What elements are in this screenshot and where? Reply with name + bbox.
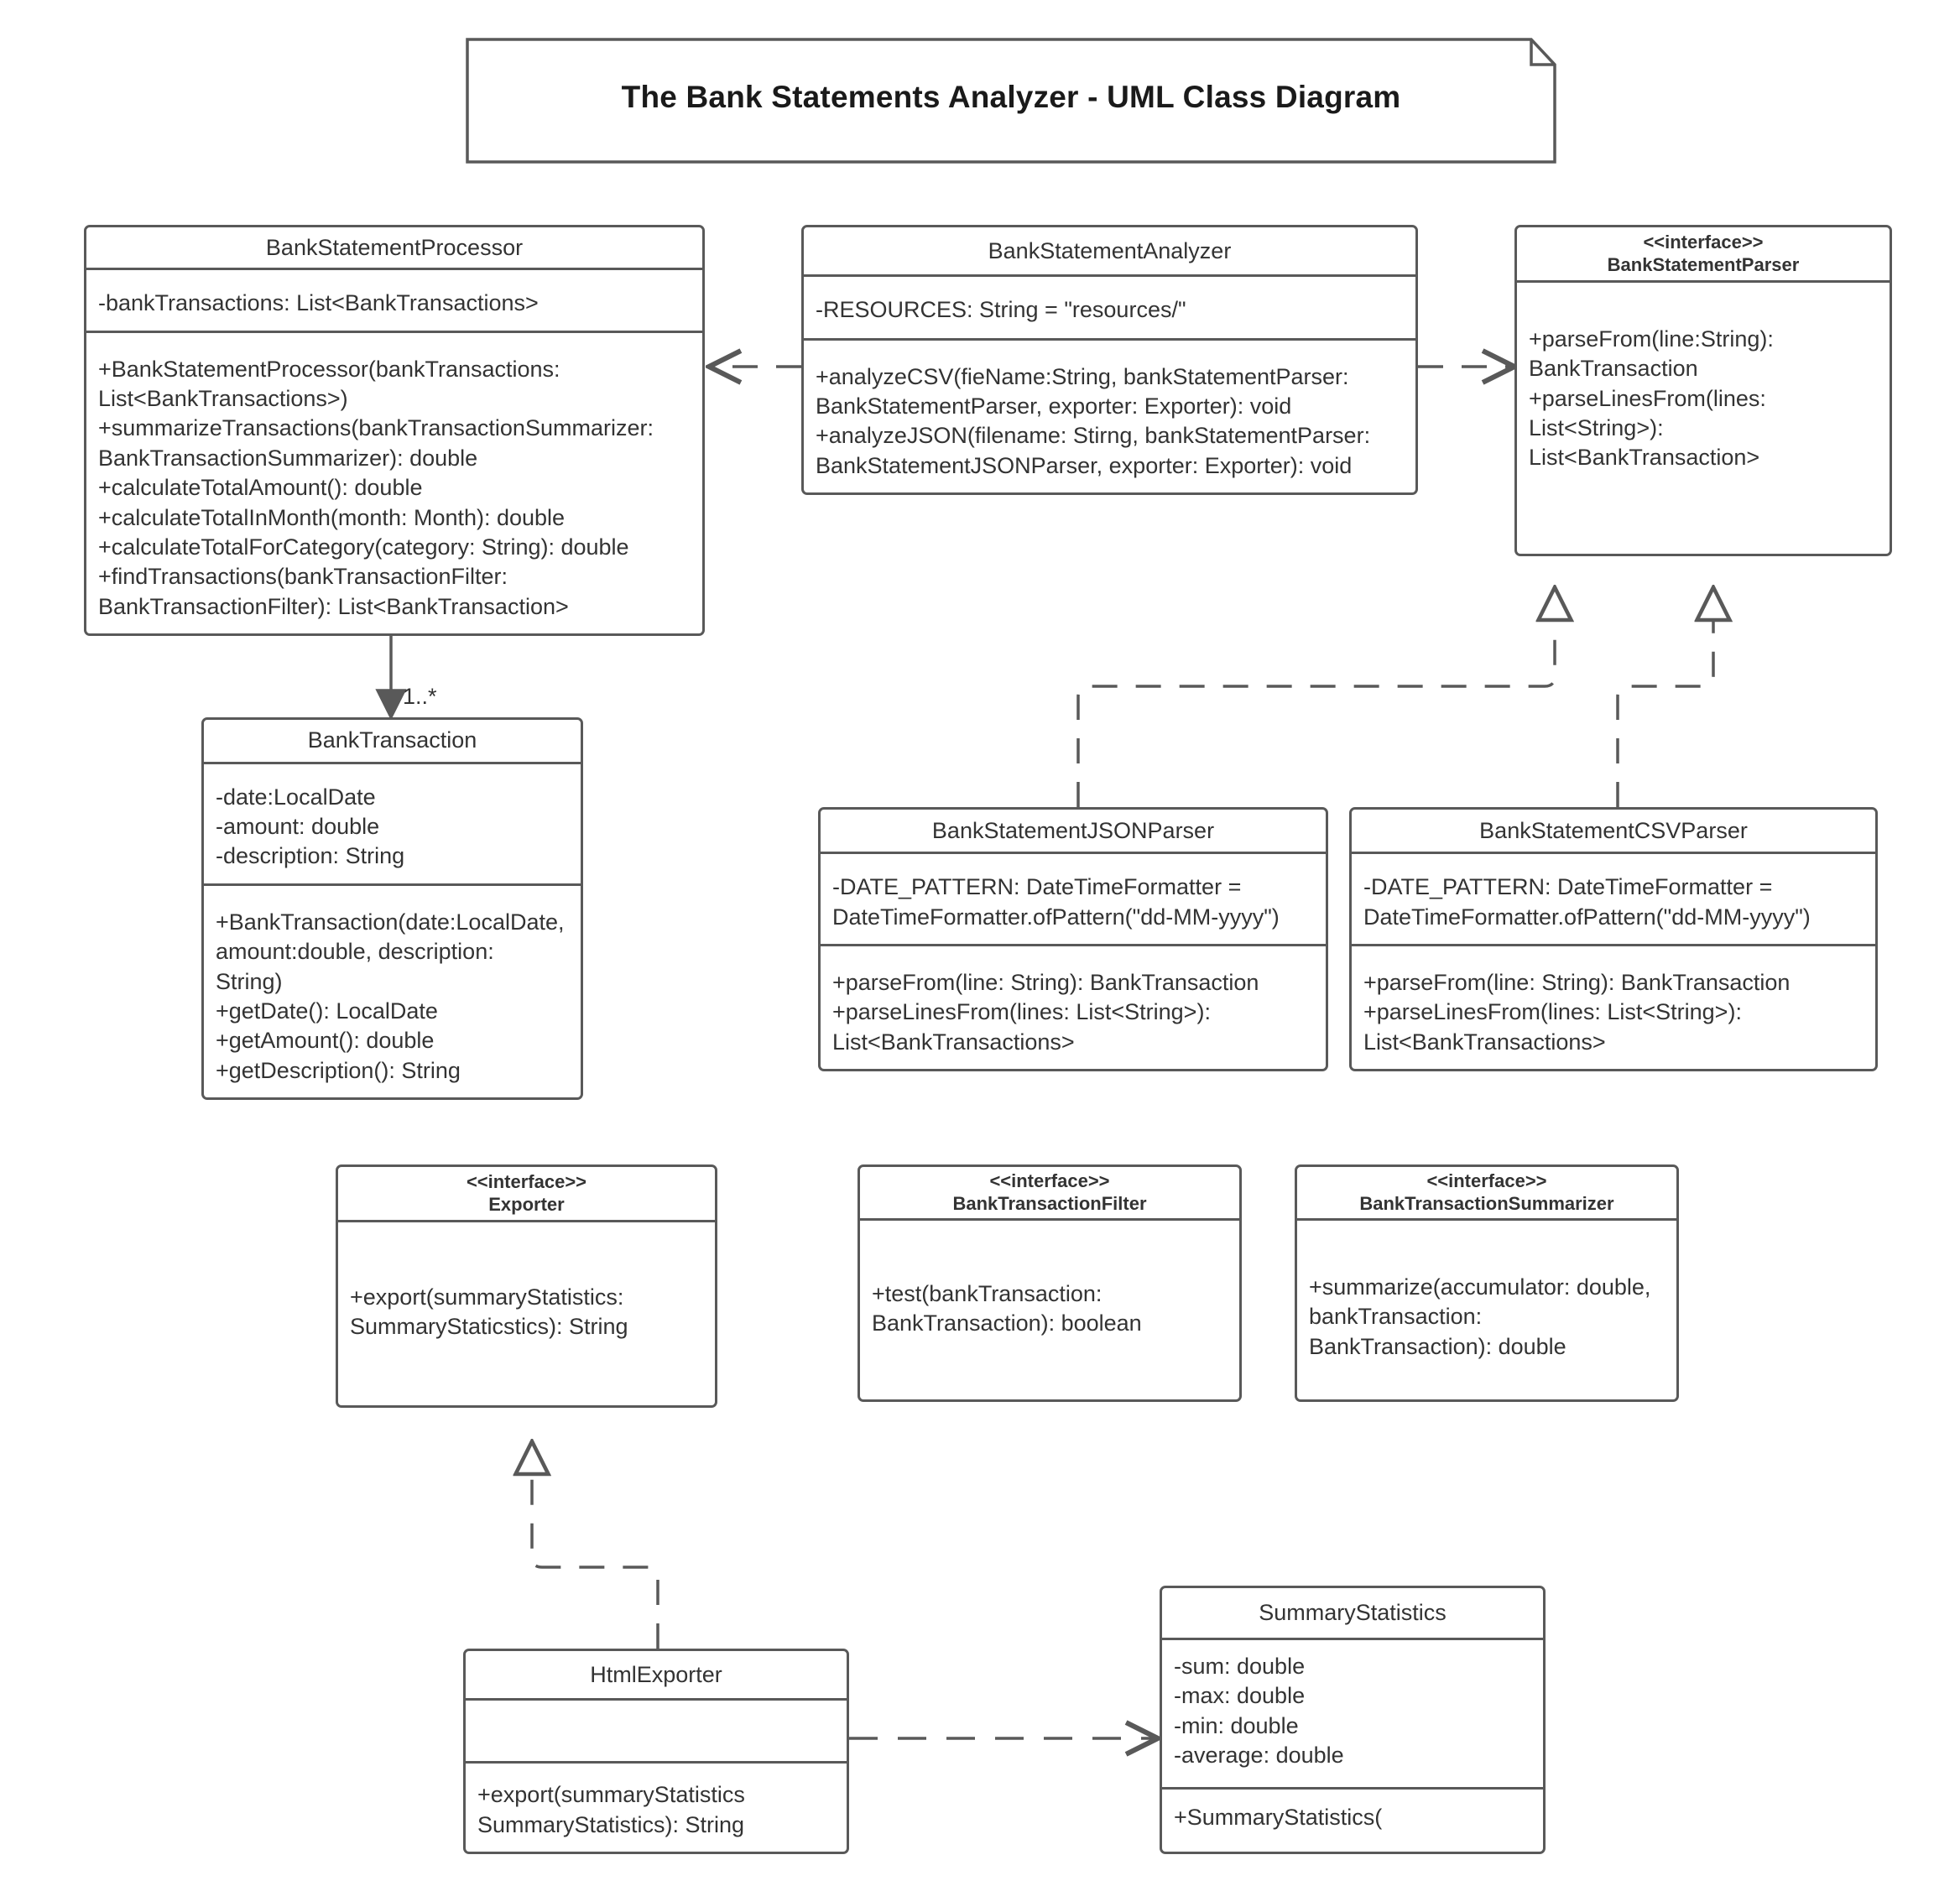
class-name-bank-transaction-filter: BankTransactionFilter <box>952 1192 1147 1214</box>
class-box-bank-statement-csv-parser[interactable]: BankStatementCSVParser -DATE_PATTERN: Da… <box>1349 807 1878 1071</box>
stereotype-label-bank-transaction-summarizer: <<interface>> <box>1426 1170 1547 1191</box>
class-name-bank-statement-csv-parser: BankStatementCSVParser <box>1479 817 1748 843</box>
class-attributes-html-exporter <box>466 1701 847 1764</box>
class-header-bank-statement-parser: <<interface>> BankStatementParser <box>1517 227 1890 283</box>
connector-csvparser-realizes-parser <box>1616 587 1713 807</box>
class-header-exporter: <<interface>> Exporter <box>338 1167 715 1222</box>
class-box-bank-statement-analyzer[interactable]: BankStatementAnalyzer -RESOURCES: String… <box>801 225 1418 495</box>
class-header-bank-transaction-summarizer: <<interface>> BankTransactionSummarizer <box>1297 1167 1676 1221</box>
class-attributes-summary-statistics: -sum: double -max: double -min: double -… <box>1162 1640 1543 1790</box>
stereotype-label-bank-transaction-filter: <<interface>> <box>989 1170 1110 1191</box>
page-title: The Bank Statements Analyzer - UML Class… <box>621 80 1401 114</box>
class-header-html-exporter: HtmlExporter <box>466 1651 847 1701</box>
class-header-bank-transaction: BankTransaction <box>204 720 581 764</box>
class-name-bank-statement-parser: BankStatementParser <box>1607 253 1800 275</box>
class-operations-bank-statement-analyzer: +analyzeCSV(fieName:String, bankStatemen… <box>816 363 1371 478</box>
note-shape <box>466 38 1556 164</box>
class-attributes-bank-statement-analyzer: -RESOURCES: String = "resources/" <box>804 277 1415 341</box>
class-name-bank-statement-json-parser: BankStatementJSONParser <box>931 817 1215 843</box>
class-name-bank-statement-processor: BankStatementProcessor <box>265 234 524 260</box>
class-header-bank-statement-analyzer: BankStatementAnalyzer <box>804 227 1415 278</box>
class-attributes-bank-statement-csv-parser: -DATE_PATTERN: DateTimeFormatter = DateT… <box>1352 854 1875 946</box>
stereotype-label-bank-statement-parser: <<interface>> <box>1643 231 1764 253</box>
class-operations-bank-statement-parser: +parseFrom(line:String): BankTransaction… <box>1529 326 1774 471</box>
class-box-exporter[interactable]: <<interface>> Exporter +export(summarySt… <box>336 1164 717 1408</box>
class-box-bank-transaction-filter[interactable]: <<interface>> BankTransactionFilter +tes… <box>858 1164 1242 1402</box>
class-attributes-bank-statement-processor: -bankTransactions: List<BankTransactions… <box>86 270 702 333</box>
class-box-bank-statement-json-parser[interactable]: BankStatementJSONParser -DATE_PATTERN: D… <box>818 807 1328 1071</box>
class-header-bank-statement-processor: BankStatementProcessor <box>86 227 702 271</box>
class-operations-bank-statement-csv-parser: +parseFrom(line: String): BankTransactio… <box>1363 969 1791 1055</box>
class-operations-bank-statement-processor: +BankStatementProcessor(bankTransactions… <box>98 356 654 619</box>
class-header-summary-statistics: SummaryStatistics <box>1162 1588 1543 1640</box>
diagram-title-note: The Bank Statements Analyzer - UML Class… <box>466 38 1556 164</box>
class-box-bank-transaction-summarizer[interactable]: <<interface>> BankTransactionSummarizer … <box>1295 1164 1679 1402</box>
class-name-html-exporter: HtmlExporter <box>590 1661 722 1687</box>
class-name-bank-statement-analyzer: BankStatementAnalyzer <box>988 237 1232 263</box>
class-attributes-bank-statement-json-parser: -DATE_PATTERN: DateTimeFormatter = DateT… <box>821 854 1326 946</box>
class-box-summary-statistics[interactable]: SummaryStatistics -sum: double -max: dou… <box>1160 1586 1546 1854</box>
class-box-bank-statement-processor[interactable]: BankStatementProcessor -bankTransactions… <box>84 225 705 636</box>
class-name-exporter: Exporter <box>488 1193 565 1215</box>
connector-htmlexporter-realizes-exporter <box>532 1441 659 1649</box>
multiplicity-label-processor-transaction: 1..* <box>403 684 437 709</box>
class-box-bank-transaction[interactable]: BankTransaction -date:LocalDate -amount:… <box>201 717 583 1100</box>
connector-jsonparser-realizes-parser <box>1076 587 1555 807</box>
class-box-html-exporter[interactable]: HtmlExporter +export(summaryStatistics S… <box>463 1649 849 1854</box>
stereotype-label-exporter: <<interface>> <box>466 1170 587 1192</box>
class-name-bank-transaction: BankTransaction <box>307 727 477 753</box>
class-operations-exporter: +export(summaryStatistics: SummaryStatic… <box>350 1284 628 1340</box>
class-header-bank-statement-json-parser: BankStatementJSONParser <box>821 810 1326 855</box>
class-name-bank-transaction-summarizer: BankTransactionSummarizer <box>1359 1192 1614 1214</box>
class-header-bank-statement-csv-parser: BankStatementCSVParser <box>1352 810 1875 855</box>
class-box-bank-statement-parser[interactable]: <<interface>> BankStatementParser +parse… <box>1514 225 1892 556</box>
class-name-summary-statistics: SummaryStatistics <box>1259 1600 1447 1626</box>
class-operations-bank-transaction-summarizer: +summarize(accumulator: double, bankTran… <box>1309 1274 1651 1359</box>
class-operations-bank-transaction: +BankTransaction(date:LocalDate, amount:… <box>216 909 565 1083</box>
class-operations-summary-statistics: +SummaryStatistics( <box>1174 1805 1383 1830</box>
class-header-bank-transaction-filter: <<interface>> BankTransactionFilter <box>860 1167 1239 1221</box>
class-operations-bank-transaction-filter: +test(bankTransaction: BankTransaction):… <box>872 1281 1142 1336</box>
class-operations-bank-statement-json-parser: +parseFrom(line: String): BankTransactio… <box>832 969 1259 1055</box>
class-attributes-bank-transaction: -date:LocalDate -amount: double -descrip… <box>204 764 581 886</box>
class-operations-html-exporter: +export(summaryStatistics SummaryStatist… <box>477 1782 745 1837</box>
